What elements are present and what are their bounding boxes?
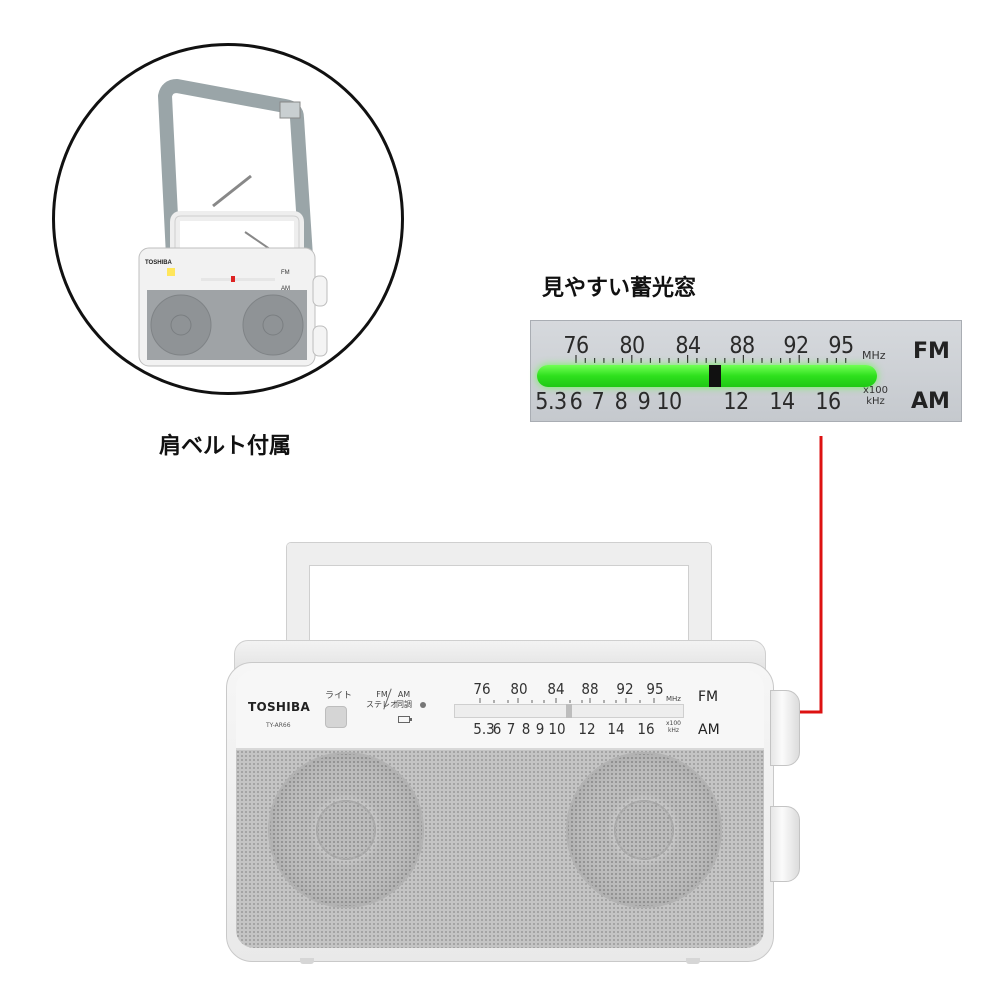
dial-pointer: [566, 704, 572, 718]
left-speaker-cone: [316, 800, 376, 860]
indicator-led: [420, 702, 426, 708]
fm-stereo-top: FM: [376, 690, 388, 699]
luminous-strip: [537, 365, 877, 387]
zoom-fm-unit: MHz: [862, 349, 886, 362]
am-scale-label: 7: [506, 720, 516, 738]
brand-logo: TOSHIBA: [248, 700, 311, 714]
inset-fm-label: FM: [281, 270, 290, 276]
fm-scale-label: 80: [510, 680, 528, 698]
radio-with-strap-illustration: TOSHIBA FM AM: [138, 79, 328, 367]
zoom-am-scale-label: 7: [591, 389, 605, 415]
shoulder-strap-caption: 肩ベルト付属: [158, 434, 291, 459]
zoom-fm-scale-label: 92: [783, 333, 809, 359]
radio-foot: [300, 958, 314, 964]
dial-ticks: [479, 698, 655, 703]
am-scale-label: 10: [548, 720, 566, 738]
zoom-am-scale-label: 8: [614, 389, 628, 415]
radio-foot: [686, 958, 700, 964]
am-tuning-bottom: 同調: [396, 700, 412, 709]
am-tuning-indicator-label: AM 同調: [396, 690, 412, 710]
zoom-fm-band-label: FM: [913, 339, 950, 364]
am-band-label: AM: [698, 722, 720, 738]
fm-stereo-bottom: ステレオ: [366, 700, 398, 709]
zoom-am-unit-top: x100: [863, 385, 889, 396]
fm-unit: MHz: [666, 695, 681, 703]
luminous-window-caption: 見やすい蓄光窓: [542, 276, 697, 301]
zoom-fm-scale-label: 80: [619, 333, 645, 359]
zoom-am-scale-label: 10: [656, 389, 682, 415]
fm-stereo-indicator-label: FM ステレオ: [366, 690, 398, 710]
zoom-am-unit: x100 kHz: [863, 385, 888, 407]
am-tuning-top: AM: [397, 690, 411, 699]
am-unit-top: x100: [666, 720, 682, 727]
zoom-fm-scale-label: 95: [828, 333, 854, 359]
am-scale-label: 5.3: [473, 720, 495, 738]
model-number: TY-AR66: [266, 722, 291, 729]
fm-scale-label: 92: [616, 680, 634, 698]
tuning-pointer: [709, 365, 721, 387]
am-scale-label: 16: [637, 720, 655, 738]
shoulder-strap-inset: TOSHIBA FM AM: [52, 43, 404, 395]
left-speaker: [268, 752, 424, 908]
zoom-am-unit-bottom: kHz: [866, 396, 885, 407]
am-scale-label: 14: [607, 720, 625, 738]
fm-scale-label: 88: [581, 680, 599, 698]
right-speaker: [566, 752, 722, 908]
fm-scale-label: 84: [547, 680, 565, 698]
zoom-am-scale-label: 5.3: [535, 389, 567, 415]
am-unit: x100 kHz: [666, 720, 681, 734]
volume-knob[interactable]: [770, 806, 800, 882]
zoom-am-scale-label: 9: [637, 389, 651, 415]
zoom-am-scale-label: 16: [815, 389, 841, 415]
light-button-label: ライト: [325, 691, 353, 701]
battery-icon: [398, 716, 412, 723]
am-scale-label: 9: [535, 720, 545, 738]
zoomed-dial-window: 76 80 84 88 92 95 5.3 6 7 8 9 10 12 14 1…: [530, 320, 962, 422]
tuning-knob[interactable]: [770, 690, 800, 766]
zoom-am-scale-label: 12: [723, 389, 749, 415]
zoom-fm-scale-label: 84: [675, 333, 701, 359]
zoom-dial-ticks: [575, 355, 847, 363]
am-scale-label: 12: [578, 720, 596, 738]
inset-am-label: AM: [281, 286, 290, 292]
inset-brand: TOSHIBA: [145, 260, 173, 266]
zoom-am-band-label: AM: [911, 389, 950, 414]
am-scale-label: 8: [521, 720, 531, 738]
fm-scale-label: 76: [473, 680, 491, 698]
am-scale-label: 6: [492, 720, 502, 738]
zoom-am-scale-label: 6: [569, 389, 583, 415]
carry-handle: [287, 543, 711, 655]
zoom-fm-scale-label: 88: [729, 333, 755, 359]
fm-band-label: FM: [698, 689, 719, 705]
zoom-am-scale-label: 14: [769, 389, 795, 415]
zoom-fm-scale-label: 76: [563, 333, 589, 359]
right-speaker-cone: [614, 800, 674, 860]
fm-scale-label: 95: [646, 680, 664, 698]
am-unit-bottom: kHz: [667, 727, 680, 734]
tuning-dial: 76 80 84 88 92 95 5.3 6 7 8 9 10 12 14 1…: [440, 676, 740, 742]
light-button[interactable]: [325, 706, 347, 728]
